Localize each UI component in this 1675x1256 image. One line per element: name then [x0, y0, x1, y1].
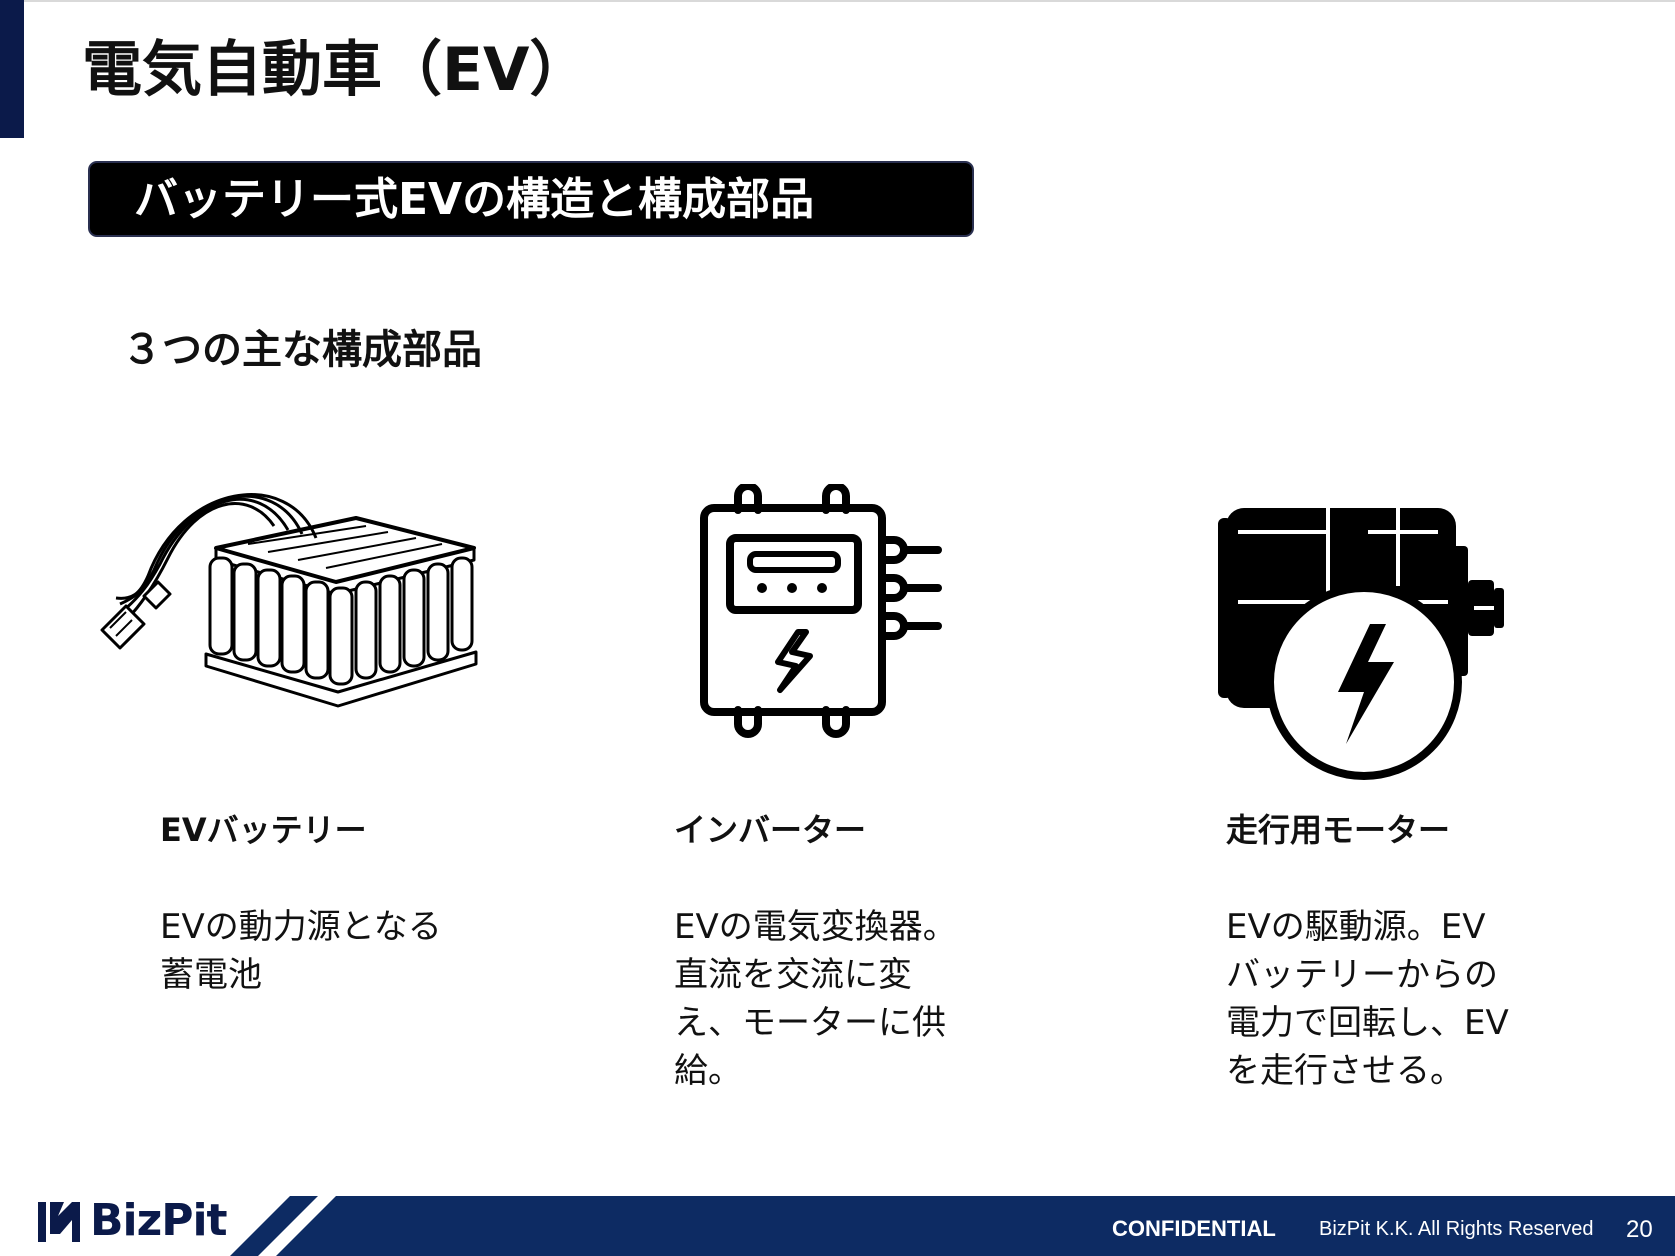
components-subheading: ３つの主な構成部品 [122, 327, 482, 373]
logo-mark-icon [38, 1202, 80, 1242]
component-title-inverter: インバーター [674, 811, 867, 849]
page-number: 20 [1626, 1216, 1653, 1243]
slide-title: 電気自動車（EV） [82, 35, 590, 105]
confidential-label: CONFIDENTIAL [1112, 1216, 1276, 1241]
section-banner-text: バッテリー式EVの構造と構成部品 [134, 174, 815, 225]
section-banner: バッテリー式EVの構造と構成部品 [88, 161, 974, 237]
logo-text: BizPit [90, 1195, 228, 1246]
copyright-text: BizPit K.K. All Rights Reserved [1319, 1218, 1594, 1240]
electric-motor-icon [1218, 496, 1508, 780]
inverter-icon [698, 484, 948, 738]
title-accent-bar [0, 0, 24, 138]
footer [0, 1196, 1675, 1256]
footer-bar [230, 1196, 1675, 1256]
battery-pack-icon [98, 478, 478, 718]
component-description-motor: EVの駆動源。EV バッテリーからの 電力で回転し、EV を走行させる。 [1226, 907, 1509, 1091]
top-rule [0, 0, 1675, 2]
component-title-motor: 走行用モーター [1226, 811, 1451, 849]
component-description-battery: EVの動力源となる 蓄電池 [160, 907, 442, 995]
component-description-inverter: EVの電気変換器。 直流を交流に変 え、モーターに供 給。 [674, 907, 957, 1091]
bizpit-logo: BizPit [36, 1192, 228, 1250]
component-title-battery: EVバッテリー [160, 811, 367, 849]
